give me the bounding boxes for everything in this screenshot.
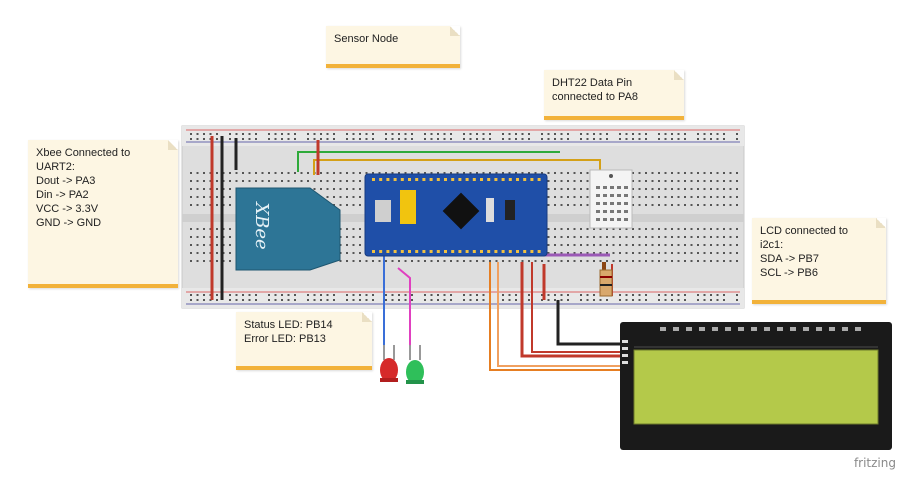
led-note: Status LED: PB14 Error LED: PB13 <box>236 312 372 370</box>
resistor <box>599 269 613 297</box>
mcu-board <box>364 173 548 257</box>
title-note: Sensor Node <box>326 26 460 68</box>
xbee-label: XBee <box>251 200 272 249</box>
lcd-note: LCD connected to i2c1: SDA -> PB7 SCL ->… <box>752 218 886 304</box>
led-green <box>406 345 424 384</box>
dht22-sensor <box>589 169 633 229</box>
led-red <box>380 345 398 382</box>
xbee-module: XBee <box>235 187 341 271</box>
xbee-note: Xbee Connected to UART2: Dout -> PA3 Din… <box>28 140 178 288</box>
fritzing-watermark: fritzing <box>853 456 896 470</box>
lcd-display <box>620 322 892 450</box>
dht22-note: DHT22 Data Pin connected to PA8 <box>544 70 684 120</box>
